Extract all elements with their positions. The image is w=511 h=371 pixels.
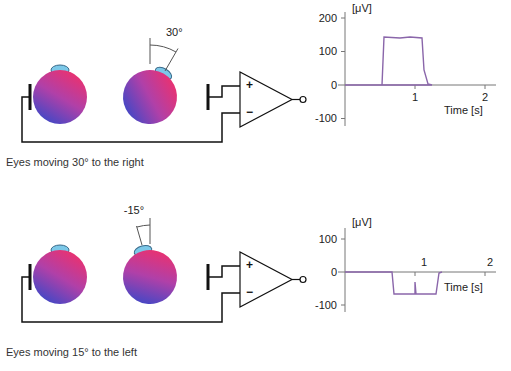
tick-label: 1 (412, 91, 418, 103)
angle-marker (137, 218, 151, 245)
axis-title: Time [s] (444, 104, 483, 116)
head-left (33, 65, 87, 124)
op-amp (240, 72, 306, 127)
electrode-wires (22, 84, 240, 142)
op-amp (240, 252, 306, 307)
tick-label: 100 (319, 233, 337, 245)
angle-label: 30° (166, 26, 183, 38)
head-left (33, 245, 87, 304)
input-sign: − (246, 286, 253, 299)
row-caption: Eyes moving 15° to the left (6, 346, 137, 358)
tick-label: 200 (319, 12, 337, 24)
top-row (22, 12, 496, 142)
axis-unit: [μV] (352, 2, 372, 14)
plot-bottom (338, 228, 496, 312)
plot-top (338, 12, 496, 126)
angle-marker (150, 38, 178, 71)
tick-label: 2 (487, 256, 493, 268)
axis-unit: [μV] (352, 216, 372, 228)
input-sign: + (246, 259, 253, 272)
head-right (113, 56, 189, 134)
row-caption: Eyes moving 30° to the right (6, 156, 144, 168)
electrode-wires (22, 264, 240, 322)
tick-label: 1 (421, 256, 427, 268)
input-sign: + (246, 79, 253, 92)
tick-label: -100 (315, 112, 337, 124)
bottom-row (22, 218, 496, 322)
tick-label: 100 (319, 45, 337, 57)
tick-label: 0 (331, 266, 337, 278)
tick-label: -100 (315, 299, 337, 311)
input-sign: − (246, 106, 253, 119)
axis-title: Time [s] (444, 281, 483, 293)
head-right (116, 239, 183, 310)
tick-label: 0 (331, 79, 337, 91)
angle-label: -15° (124, 204, 144, 216)
tick-label: 2 (482, 91, 488, 103)
